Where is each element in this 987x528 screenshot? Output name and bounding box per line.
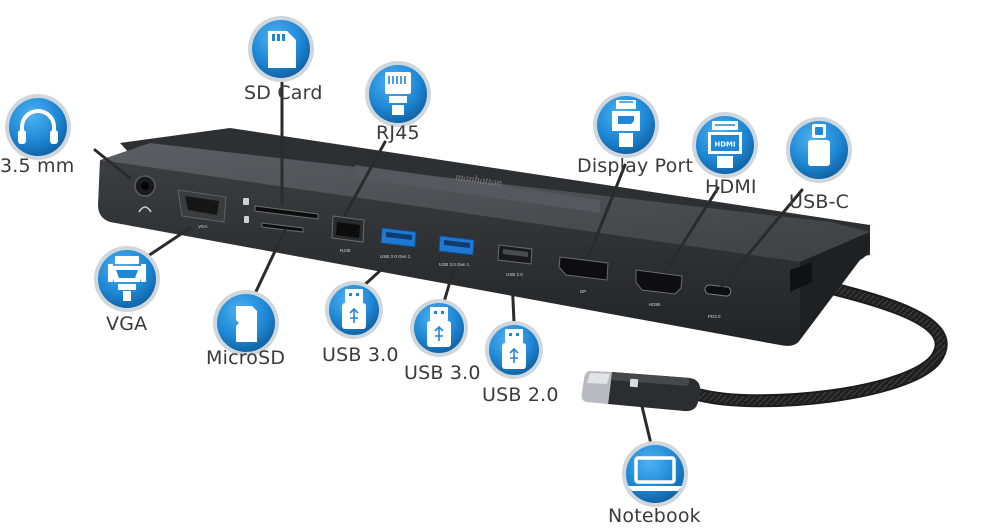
usbc-callout-badge [786, 117, 852, 183]
usb3-2-callout-badge [410, 299, 468, 357]
usb2-callout-badge [485, 321, 543, 379]
displayport-port-label: DP [580, 289, 586, 294]
usb3-port-1: USB 3.0 Gen 1 [380, 227, 417, 259]
displayport-port: DP [558, 256, 609, 294]
leader-usb3-2 [442, 266, 456, 304]
label-display-port: Display Port [577, 155, 693, 177]
hdmi-port: HDMI [635, 269, 683, 307]
usb2-port-label: USB 2.0 [506, 272, 523, 277]
label-hdmi: HDMI [705, 176, 757, 198]
label-3-5mm: 3.5 mm [0, 155, 74, 177]
label-sd-card: SD Card [244, 82, 323, 104]
microsd-slot [261, 222, 304, 233]
usb-c-cable [581, 271, 948, 412]
usb-a-plug-icon [502, 329, 526, 369]
usb-a-plug-icon [427, 307, 451, 347]
leader-displayport [586, 163, 627, 260]
microsd-callout-badge [213, 290, 279, 356]
audio-jack-port [134, 175, 156, 213]
microsd-mini-icon [244, 216, 249, 223]
hdmi-icon-text: HDMI [714, 141, 735, 149]
usb3-port-2-label: USB 3.0 Gen 1 [439, 262, 470, 267]
headphones-icon [18, 109, 58, 144]
ports: VGA RJ45 USB 3.0 Gen 1 USB 3.0 Gen 1 [134, 175, 732, 319]
vga-port-label: VGA [198, 224, 208, 229]
label-vga: VGA [106, 313, 147, 335]
label-notebook: Notebook [608, 505, 701, 527]
headphone-icon [138, 206, 152, 213]
usb-c-plug [581, 371, 701, 412]
hdmi-callout-badge: HDMI [692, 112, 758, 178]
label-usb2: USB 2.0 [482, 384, 559, 406]
usb-c-pd-port: PD3.0 [704, 284, 732, 319]
displayport-callout-badge [593, 92, 659, 158]
notebook-callout-badge [622, 441, 688, 507]
audio-callout-badge [5, 94, 71, 160]
leader-hdmi [663, 186, 720, 274]
hdmi-port-label: HDMI [649, 302, 661, 307]
microsd-card-icon [236, 306, 257, 342]
usb2-port: USB 2.0 [497, 244, 533, 277]
sdcard-callout-badge [248, 16, 314, 82]
usb-a-plug-icon [342, 289, 366, 329]
leader-notebook [638, 396, 654, 450]
usb3-port-1-label: USB 3.0 Gen 1 [380, 254, 411, 259]
ethernet-plug-icon [385, 72, 411, 115]
sd-card-slot [254, 205, 319, 220]
usb-c-plug-icon [808, 124, 830, 166]
leader-audio [93, 148, 132, 180]
label-microsd: MicroSD [206, 347, 285, 369]
vga-callout-badge [94, 246, 160, 312]
usb-c-port-label: PD3.0 [708, 314, 721, 319]
leader-usbc [720, 188, 804, 288]
vga-port: VGA [177, 189, 227, 229]
rj45-port: RJ45 [331, 215, 365, 253]
label-usb3-1: USB 3.0 [322, 344, 399, 366]
leader-vga [143, 226, 192, 260]
vga-connector-icon [108, 256, 146, 301]
rj45-port-label: RJ45 [340, 248, 351, 253]
hdmi-plug-icon: HDMI [708, 121, 742, 168]
leader-lines [93, 80, 804, 450]
leader-usb2 [510, 276, 516, 324]
displayport-plug-icon [612, 100, 640, 147]
laptop-icon [628, 456, 682, 491]
callout-labels: 3.5 mm SD Card RJ45 VGA MicroSD USB 3.0 … [0, 82, 849, 527]
label-usb3-2: USB 3.0 [404, 362, 481, 384]
usb3-port-2: USB 3.0 Gen 1 [438, 235, 475, 267]
rj45-callout-badge [365, 61, 431, 127]
label-usb-c: USB-C [789, 191, 849, 213]
label-rj45: RJ45 [376, 122, 420, 144]
leader-microsd [250, 228, 287, 302]
docking-station-body: manhattan [98, 128, 870, 346]
usb3-1-callout-badge [325, 281, 383, 339]
leader-rj45 [343, 140, 387, 217]
sd-card-mini-icon [243, 198, 249, 205]
